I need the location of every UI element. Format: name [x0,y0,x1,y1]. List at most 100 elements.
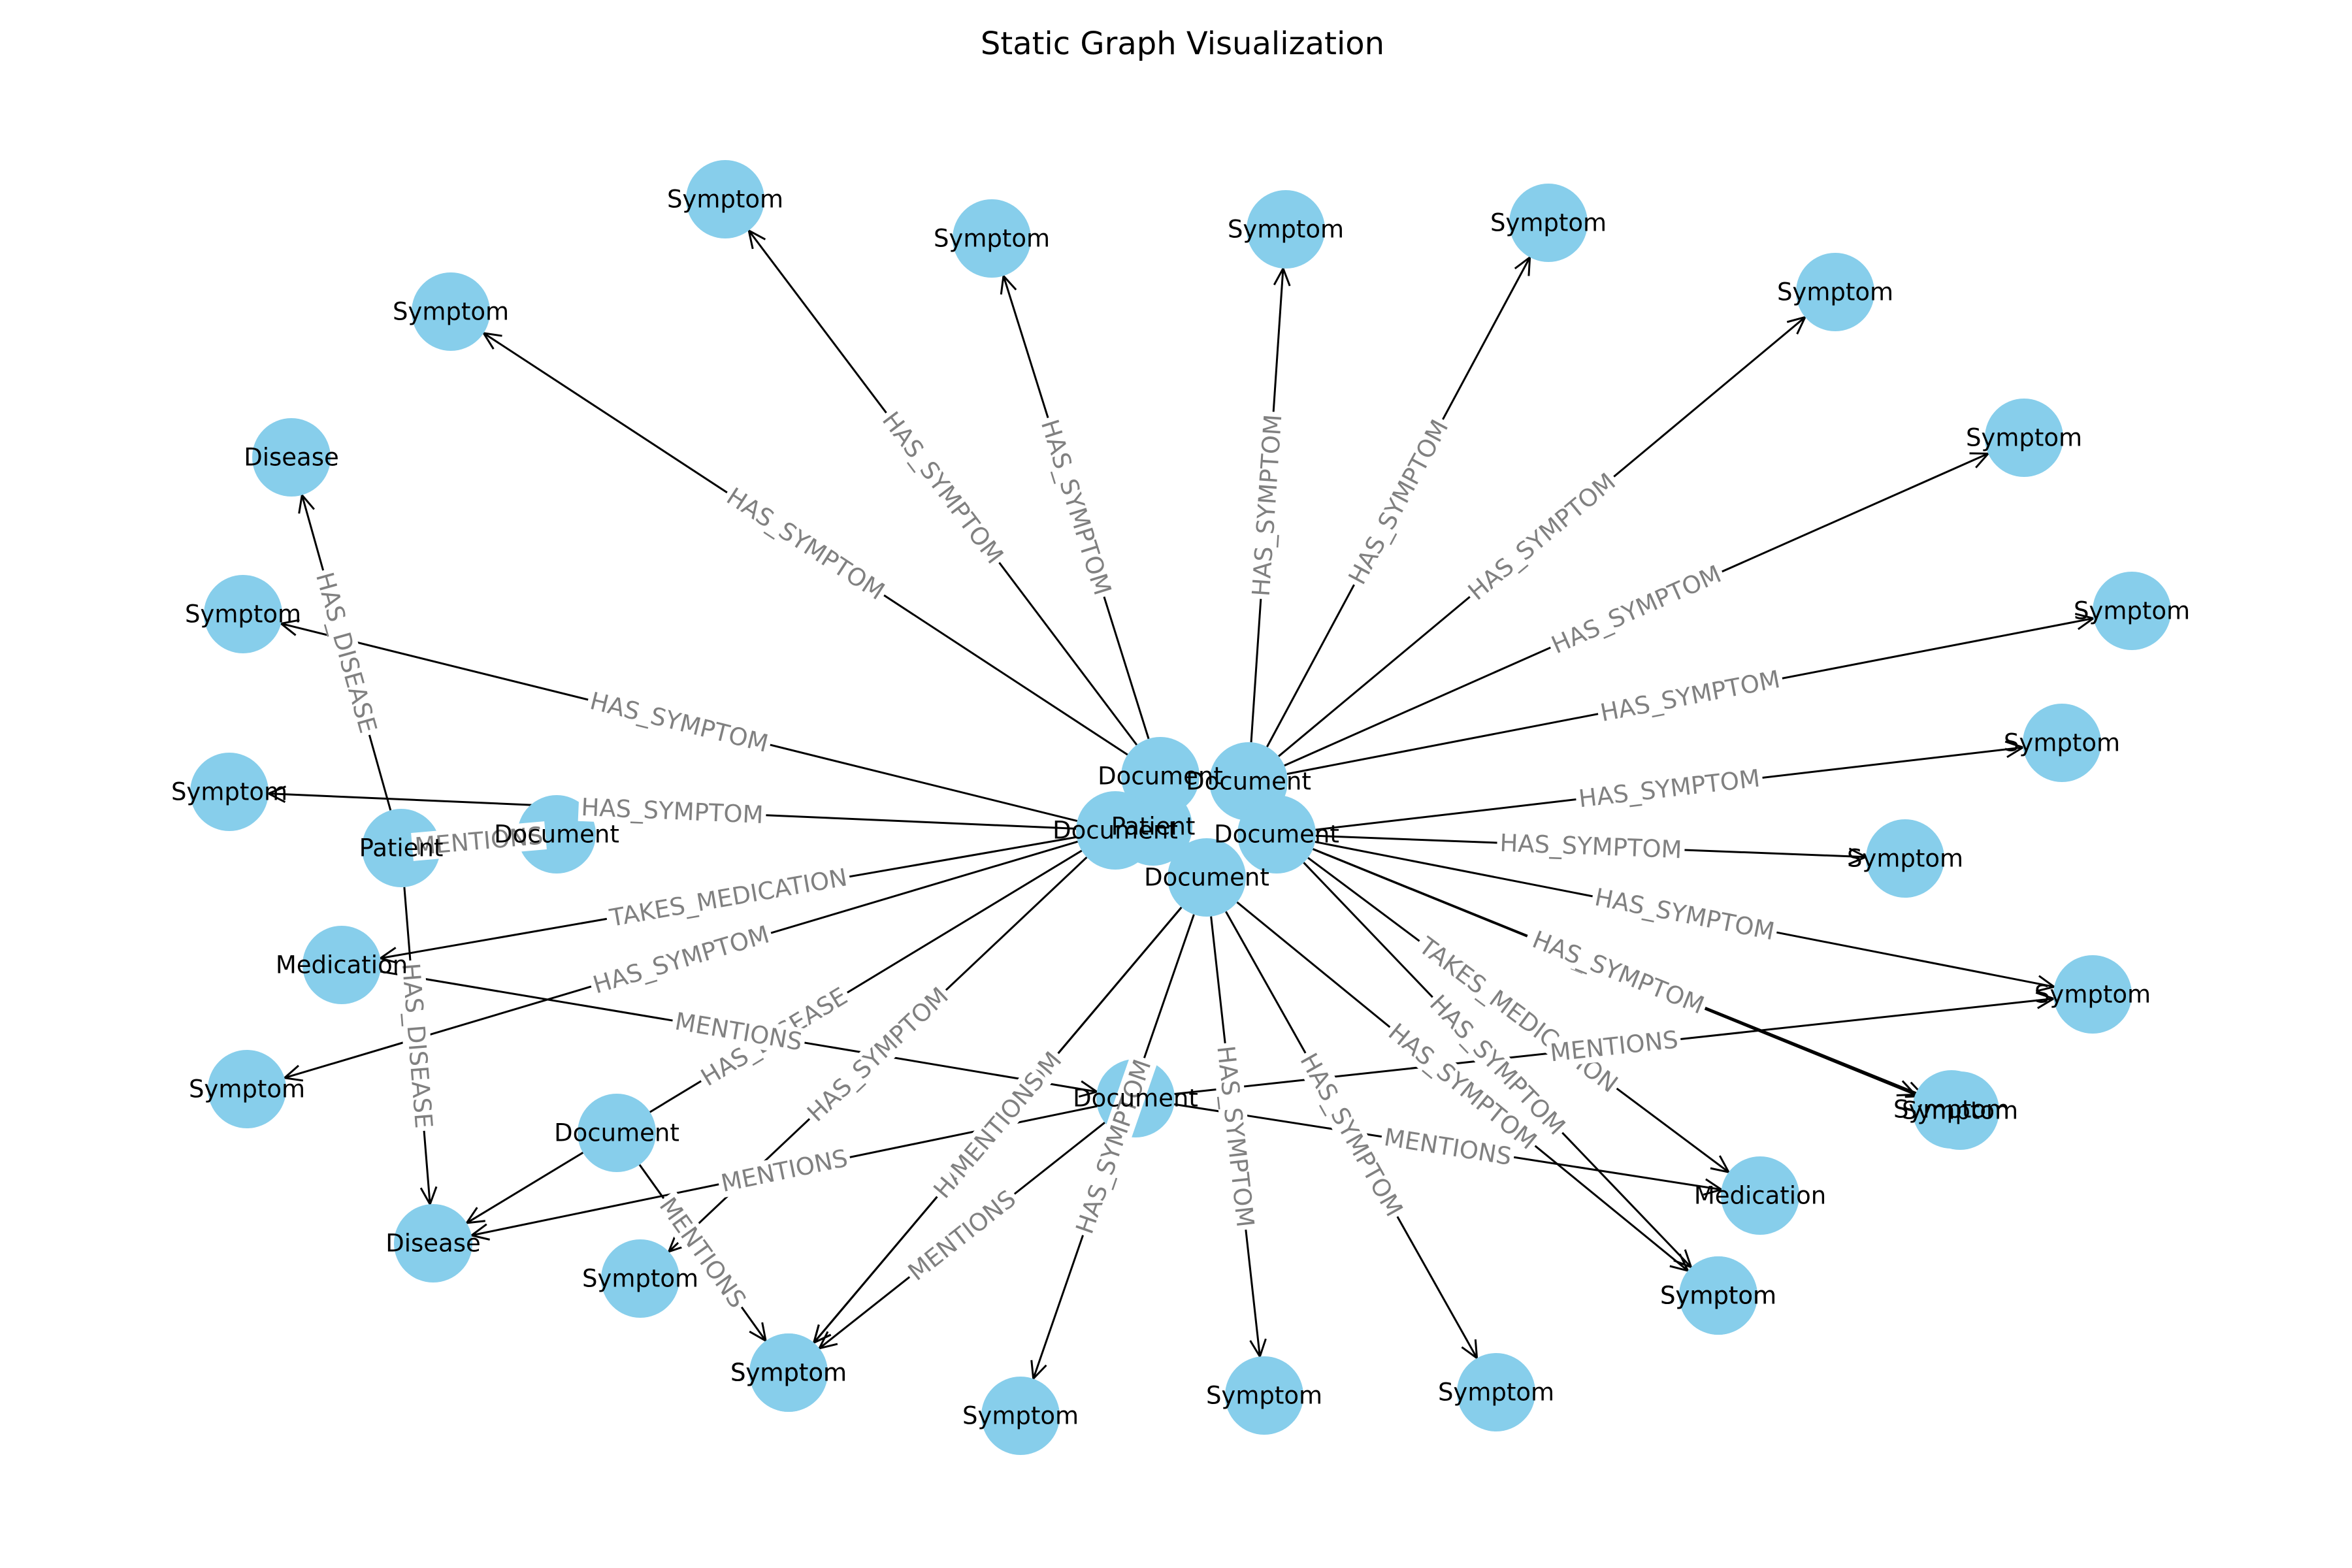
edge-label-background [1293,1046,1410,1224]
node-symptom[interactable] [1457,1353,1535,1431]
node-circle[interactable] [362,809,440,887]
edge-label-has-symptom: HAS_SYMPTOM [721,482,889,606]
node-circle[interactable] [1921,1071,1999,1150]
edge-label-background [1341,412,1456,592]
node-symptom[interactable] [2053,955,2132,1034]
node-label-document: Document [1073,1085,1198,1113]
node-symptom[interactable] [1247,190,1325,269]
edge-label-background [584,686,774,759]
node-circle[interactable] [204,575,282,653]
node-circle[interactable] [1247,190,1325,269]
edge-label-background [715,1143,853,1198]
edge-label-background [1422,987,1573,1143]
node-document[interactable] [1121,737,1200,815]
node-circle[interactable] [252,418,331,497]
node-symptom[interactable] [1985,399,2063,477]
node-document[interactable] [1076,791,1154,870]
edge-label-mentions: MENTIONS [1382,1123,1513,1171]
node-circle[interactable] [953,199,1031,278]
node-symptom[interactable] [2023,704,2101,782]
edge-label-has-symptom: HAS_SYMPTOM [590,921,773,1000]
edge-label-background [1544,559,1728,661]
node-circle[interactable] [1076,791,1154,870]
node-circle[interactable] [1866,819,1944,898]
node-symptom[interactable] [1921,1071,1999,1150]
node-symptom[interactable] [1679,1256,1757,1335]
node-label-symptom: Symptom [1966,424,2082,452]
node-symptom[interactable] [2093,572,2171,650]
edge-label-background [1460,466,1624,608]
node-symptom[interactable] [981,1377,1060,1455]
node-circle[interactable] [981,1377,1060,1455]
node-circle[interactable] [578,1094,656,1172]
node-medication[interactable] [1721,1156,1799,1235]
node-symptom[interactable] [953,199,1031,278]
node-symptom[interactable] [204,575,282,653]
node-label-document: Document [1214,821,1339,849]
node-symptom[interactable] [1225,1356,1303,1435]
node-medication[interactable] [302,926,381,1004]
node-disease[interactable] [394,1204,472,1282]
node-patient[interactable] [362,809,440,887]
node-circle[interactable] [208,1050,286,1128]
node-label-document: Document [554,1119,679,1147]
node-circle[interactable] [2093,572,2171,650]
node-symptom[interactable] [749,1333,828,1412]
edge-label-background [1247,410,1288,600]
node-label-symptom: Symptom [189,1075,305,1103]
node-circle[interactable] [1985,399,2063,477]
node-label-symptom: Symptom [730,1359,847,1387]
node-circle[interactable] [2023,704,2101,782]
edge-label-background [1546,1025,1682,1068]
chart-title: Static Graph Visualization [981,25,1384,62]
edge-label-has-disease: HAS_DISEASE [397,962,438,1129]
node-circle[interactable] [412,272,490,351]
node-symptom[interactable] [1866,819,1944,898]
node-circle[interactable] [302,926,381,1004]
edge-label-background [587,919,776,1000]
node-label-document: Document [1098,762,1223,791]
edge-label-group: MENTIONS [900,1183,1024,1288]
node-circle[interactable] [1679,1256,1757,1335]
node-circle[interactable] [1509,184,1588,262]
node-symptom[interactable] [412,272,490,351]
node-circle[interactable] [2053,955,2132,1034]
node-symptom[interactable] [1509,184,1588,262]
edge-label-background [1590,882,1780,947]
node-symptom[interactable] [208,1050,286,1128]
node-symptom[interactable] [601,1239,679,1318]
edge-label-group: HAS_SYMPTOM [719,480,892,608]
node-symptom[interactable] [686,160,764,238]
node-circle[interactable] [1121,737,1200,815]
node-label-symptom: Symptom [1902,1097,2018,1125]
edge-label-has-symptom: HAS_SYMPTOM [587,687,771,758]
node-symptom[interactable] [190,753,269,831]
node-circle[interactable] [517,795,596,874]
edge-label-group: HAS_SYMPTOM [1341,412,1456,592]
node-disease[interactable] [252,418,331,497]
node-circle[interactable] [749,1333,828,1412]
node-circle[interactable] [601,1239,679,1318]
edge-label-background [875,404,1011,572]
node-document[interactable] [1237,795,1316,874]
node-circle[interactable] [686,160,764,238]
node-circle[interactable] [1796,253,1874,331]
node-circle[interactable] [1225,1356,1303,1435]
node-label-symptom: Symptom [1438,1379,1554,1407]
node-symptom[interactable] [1796,253,1874,331]
node-circle[interactable] [1457,1353,1535,1431]
edge-label-has-symptom: HAS_SYMPTOM [1463,468,1621,606]
edge-label-mentions: MENTIONS [903,1184,1021,1286]
edge-label-background [396,959,438,1132]
node-circle[interactable] [394,1204,472,1282]
node-label-symptom: Symptom [962,1402,1079,1430]
node-circle[interactable] [1237,795,1316,874]
edge-label-group: HAS_SYMPTOM [1544,559,1728,661]
node-circle[interactable] [1168,838,1246,917]
edge-label-background [670,1006,808,1057]
node-document[interactable] [1168,838,1246,917]
node-document[interactable] [517,795,596,874]
node-circle[interactable] [1721,1156,1799,1235]
node-document[interactable] [578,1094,656,1172]
node-circle[interactable] [190,753,269,831]
